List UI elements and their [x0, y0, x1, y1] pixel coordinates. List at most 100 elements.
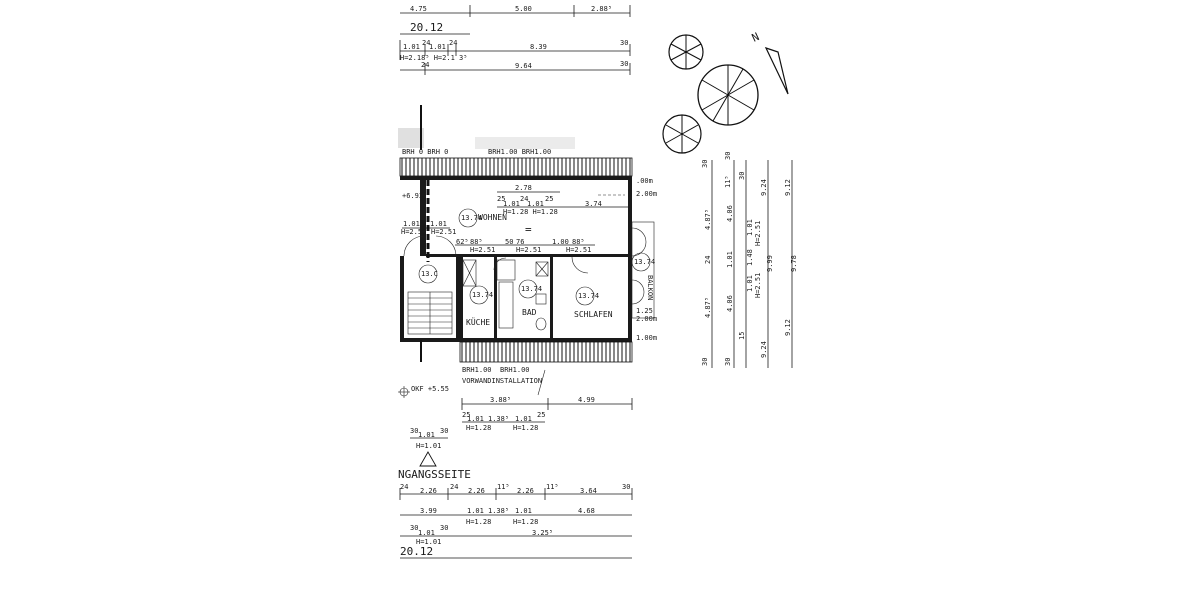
dim-text: 2.26: [468, 487, 485, 495]
dim-text: 24: [450, 483, 458, 491]
scan-shadow: [398, 128, 424, 148]
total-dimension: 20.12: [410, 21, 443, 34]
dim-text: 4.75: [410, 5, 427, 13]
dim-text: 2.26: [517, 487, 534, 495]
right-dimensions: 30 4.87⁵ 24 4.87⁵ 30 30 11⁵ 4.06 1.01 4.…: [701, 152, 798, 368]
dim-text: 1.01: [429, 43, 446, 51]
dim-text: H=1.28: [466, 518, 491, 526]
dim-text: 4.87⁵: [704, 297, 712, 318]
dim-text: .00m: [636, 177, 653, 185]
dim-text: 25: [462, 411, 470, 419]
dim-text: 4.06: [726, 295, 734, 312]
dim-text: 2.78: [515, 184, 532, 192]
dim-text: 1.01: [515, 415, 532, 423]
dim-text: 24: [449, 39, 457, 47]
dim-text: 30: [440, 524, 448, 532]
dim-text: 1.00: [552, 238, 569, 246]
dim-text: 3.64: [580, 487, 597, 495]
roof-eaves-top: BRH 0 BRH 0 BRH1.00 BRH1.00: [399, 148, 633, 177]
area-circle: 13.74: [578, 292, 599, 300]
dim-text: 15: [738, 332, 746, 340]
dim-text: 9.99: [766, 255, 774, 272]
dim-text: H=2.51: [401, 228, 426, 236]
dim-text: H=2.51: [566, 246, 591, 254]
dim-text: 9.64: [515, 62, 532, 70]
dim-text: 2.00m: [636, 190, 657, 198]
dim-text: 24: [421, 61, 429, 69]
level-marker: OKF +5.55: [398, 385, 449, 398]
dim-text: H=2.18⁵ H=2.1 3⁵: [400, 54, 467, 62]
dim-text: H=2.51: [754, 273, 762, 298]
dim-text: 30: [738, 172, 746, 180]
area-circle: 13.74: [461, 214, 482, 222]
eaves-label: BRH 0 BRH 0: [402, 148, 448, 156]
dim-text: 1.38⁵: [488, 507, 509, 515]
dim-text: 1.01: [418, 529, 435, 537]
roof-eaves-bottom: BRH1.00 BRH1.00 VORWANDINSTALLATION: [459, 341, 633, 396]
svg-text:=: =: [525, 223, 532, 236]
dim-text: 1.01: [527, 200, 544, 208]
dim-text: 3.25⁵: [532, 529, 553, 537]
level-mark: +6.93: [402, 192, 423, 200]
dim-text: 30: [724, 152, 732, 160]
dim-text: 3.99: [420, 507, 437, 515]
eaves-label: BRH1.00: [462, 366, 492, 374]
dim-text: H=1.28: [466, 424, 491, 432]
dim-text: 1.01: [746, 219, 754, 236]
dim-text: 1.38⁵: [488, 415, 509, 423]
dim-text: 1.01: [430, 220, 447, 228]
dim-text: 30: [622, 483, 630, 491]
area-circle: 13.74: [634, 258, 655, 266]
dim-text: 9.12: [784, 179, 792, 196]
dim-text: 62⁵: [456, 238, 469, 246]
dim-text: 4.87⁵: [704, 209, 712, 230]
dim-text: 25: [537, 411, 545, 419]
dim-text: H=1.28: [513, 424, 538, 432]
dim-text: 1.01: [503, 200, 520, 208]
dim-text: 2.00m: [636, 315, 657, 323]
dim-text: 76: [516, 238, 524, 246]
dim-text: 3.74: [585, 200, 602, 208]
dim-text: 1.01: [515, 507, 532, 515]
installation-note: VORWANDINSTALLATION: [462, 377, 542, 385]
dim-text: 30: [620, 39, 628, 47]
dim-text: 11⁵: [497, 483, 510, 491]
dim-text: H=2.51: [516, 246, 541, 254]
dim-text: H=2.51: [431, 228, 456, 236]
dim-text: 9.12: [784, 319, 792, 336]
room-label-wohnen: WOHNEN: [478, 213, 507, 222]
dim-text: 30: [724, 358, 732, 366]
bathroom: 13.74 BAD: [496, 259, 549, 331]
dim-text: 2.88⁵: [591, 5, 612, 13]
dim-text: 4.68: [578, 507, 595, 515]
dim-text: 24: [422, 39, 430, 47]
dim-text: 8.39: [530, 43, 547, 51]
living-room: 2.78 25 1.01 24 1.01 25 3.74 H=1.28 H=1.…: [401, 184, 628, 254]
area-circle: 13.C: [421, 270, 438, 278]
dim-text: 24: [400, 483, 408, 491]
total-dimension: 20.12: [400, 545, 433, 558]
dim-text: 30: [440, 427, 448, 435]
dim-text: 1.01: [403, 43, 420, 51]
level-mark: OKF +5.55: [411, 385, 449, 393]
dim-text: 9.78: [790, 255, 798, 272]
room-label-balkon: BALKON: [646, 275, 654, 300]
dim-text: H=2.51: [470, 246, 495, 254]
tree-icon: [697, 64, 759, 126]
dim-text: 1.25: [636, 307, 653, 315]
balcony-dimensions: .00m 2.00m 1.25 2.00m 1.00m 13.74 BALKON: [631, 177, 657, 342]
dim-text: H=1.01: [416, 442, 441, 450]
dim-text: 1.01: [726, 251, 734, 268]
north-label: N: [750, 30, 761, 45]
dim-text: 1.01: [746, 275, 754, 292]
top-dimensions: 4.75 5.00 2.88⁵ 20.12 1.01 24 1.01 24 8.…: [399, 5, 631, 75]
dim-text: 30: [620, 60, 628, 68]
dim-text: 3.88⁵: [490, 396, 511, 404]
dim-text: 30: [410, 524, 418, 532]
dim-text: 88⁵: [470, 238, 483, 246]
dim-text: 11⁵: [724, 175, 732, 188]
area-circle: 13.74: [472, 291, 493, 299]
north-arrow-icon: N: [750, 30, 789, 95]
dim-text: 1.01: [418, 431, 435, 439]
